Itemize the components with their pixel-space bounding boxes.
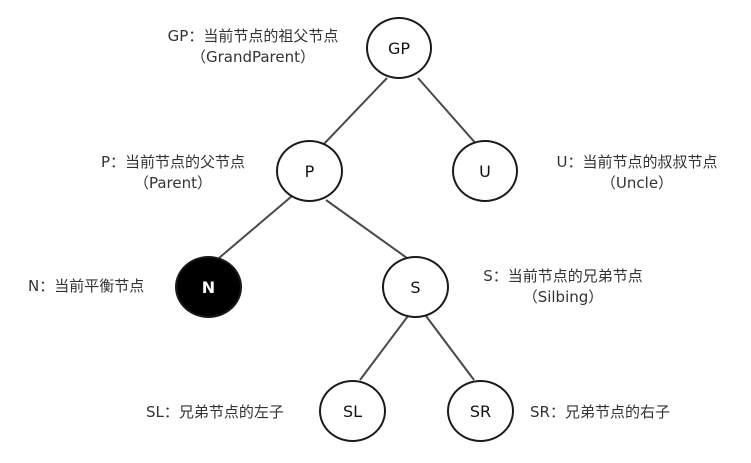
node-u-text: U [479,161,491,181]
node-sl: SL [319,380,386,442]
node-s: S [382,256,449,318]
node-s-text: S [410,277,421,297]
edge-gp-p [321,77,388,147]
node-gp-text: GP [387,38,411,58]
node-p: P [276,140,343,202]
node-gp: GP [366,17,432,79]
node-sr-text: SR [469,401,492,421]
label-gp: GP：当前节点的祖父节点 （GrandParent） [143,26,363,68]
label-p: P：当前节点的父节点 （Parent） [78,152,268,194]
label-u: U：当前节点的叔叔节点 （Uncle） [532,152,742,194]
node-p-text: P [304,161,315,181]
label-u-line1: U：当前节点的叔叔节点 [556,153,718,171]
label-sr-line1: SR：兄弟节点的右子 [530,403,670,421]
label-s: S：当前节点的兄弟节点 （Silbing） [458,266,668,308]
node-sl-text: SL [342,401,363,421]
label-p-line2: （Parent） [133,174,213,192]
node-n: N [175,256,242,318]
node-n-text: N [201,277,216,297]
label-sr: SR：兄弟节点的右子 [530,402,670,423]
label-p-line1: P：当前节点的父节点 [100,153,246,171]
label-sl-line1: SL：兄弟节点的左子 [146,403,284,421]
label-s-line2: （Silbing） [522,288,604,306]
edge-p-n [218,195,293,259]
label-n: N：当前平衡节点 [28,276,144,297]
edge-gp-u [417,77,479,147]
label-n-line1: N：当前平衡节点 [28,277,145,295]
label-gp-line1: GP：当前节点的祖父节点 [167,27,339,45]
label-s-line1: S：当前节点的兄弟节点 [483,267,643,285]
edge-s-sr [425,315,475,381]
label-sl: SL：兄弟节点的左子 [146,402,284,423]
node-sr: SR [447,380,514,442]
node-u: U [452,140,518,202]
edge-p-s [325,199,408,259]
label-gp-line2: （GrandParent） [190,48,316,66]
edge-s-sl [359,315,409,381]
label-u-line2: （Uncle） [600,174,674,192]
